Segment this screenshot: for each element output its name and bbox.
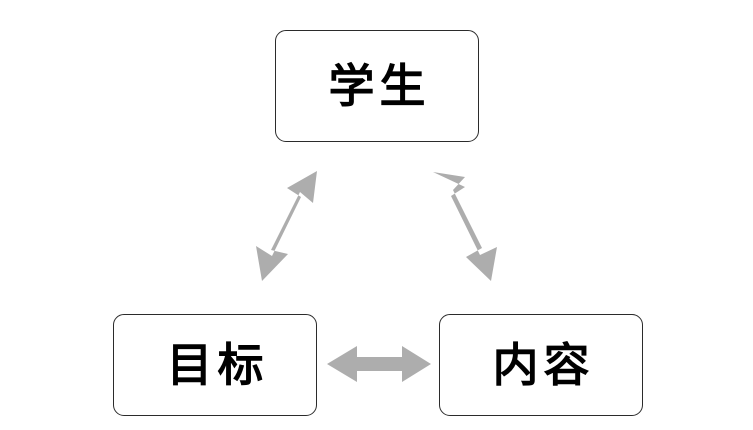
node-student[interactable]: 学生 bbox=[275, 30, 479, 142]
node-content[interactable]: 内容 bbox=[439, 314, 643, 416]
arrow-student-content bbox=[433, 172, 497, 281]
node-goal[interactable]: 目标 bbox=[113, 314, 317, 416]
arrow-goal-student bbox=[256, 171, 317, 281]
node-goal-label: 目标 bbox=[166, 338, 269, 392]
node-content-label: 内容 bbox=[492, 338, 595, 392]
node-student-label: 学生 bbox=[328, 59, 431, 113]
arrow-goal-content bbox=[327, 346, 431, 382]
